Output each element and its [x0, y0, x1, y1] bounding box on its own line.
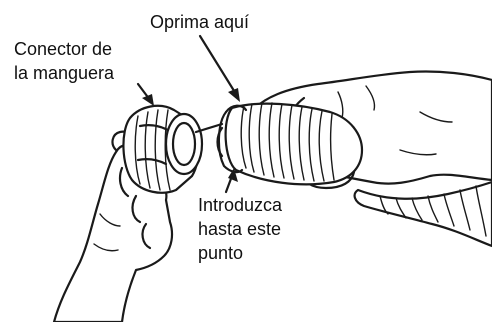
insert-point-label: Introduzca hasta este punto: [198, 193, 282, 265]
connector-arrow: [138, 84, 154, 106]
hose-connector-label: Conector de la manguera: [14, 37, 114, 85]
hose-connector: [123, 106, 202, 193]
insert-point-label-line-1: Introduzca: [198, 193, 282, 217]
press-here-label: Oprima aquí: [150, 10, 249, 34]
hose-connector-label-line-2: la manguera: [14, 61, 114, 85]
press-here-arrow: [200, 36, 240, 102]
hose-connector-label-line-1: Conector de: [14, 37, 114, 61]
insert-point-label-line-3: punto: [198, 241, 282, 265]
insert-point-label-line-2: hasta este: [198, 217, 282, 241]
